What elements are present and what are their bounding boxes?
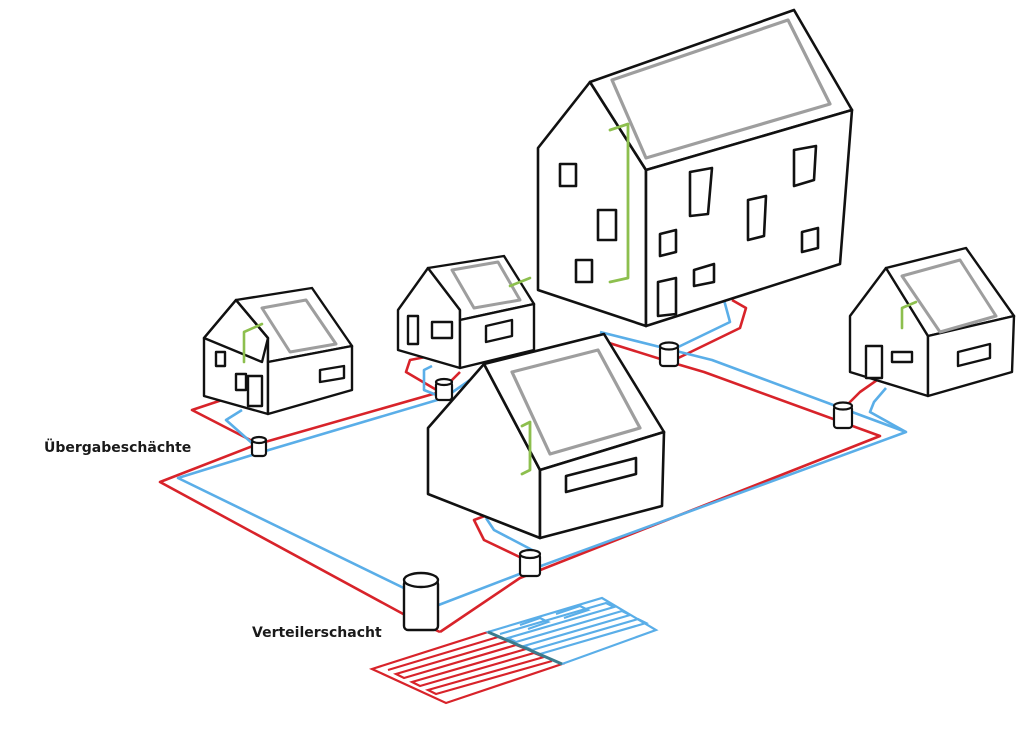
transfer-shaft bbox=[518, 548, 542, 578]
transfer-shaft bbox=[250, 435, 268, 458]
house-small-right bbox=[848, 246, 1016, 398]
collector-blue-section bbox=[484, 596, 659, 666]
transfer-shaft bbox=[658, 341, 680, 368]
distribution-shaft bbox=[402, 571, 440, 632]
house-small-middle bbox=[396, 254, 536, 370]
house-small-left bbox=[202, 286, 354, 416]
house-medium-front bbox=[426, 332, 666, 540]
label-transfer-shafts: Übergabeschächte bbox=[44, 440, 192, 456]
transfer-shaft bbox=[832, 401, 854, 430]
collector-divider bbox=[487, 630, 563, 666]
transfer-shaft bbox=[434, 377, 454, 402]
supply-pipe-network bbox=[158, 298, 882, 634]
house-large bbox=[536, 8, 854, 328]
ground-collector-field bbox=[368, 596, 659, 705]
return-pipe-network bbox=[176, 294, 908, 608]
label-distribution-shaft: Verteilerschacht bbox=[252, 625, 382, 641]
